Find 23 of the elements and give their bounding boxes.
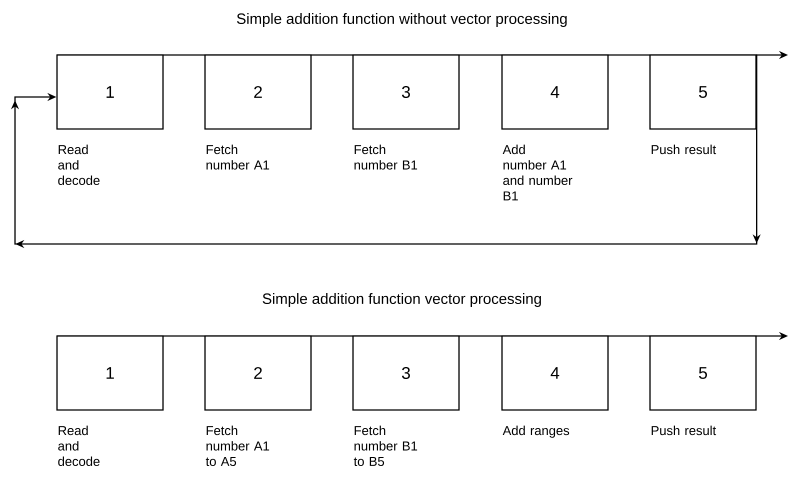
step-box: 1 <box>56 335 164 411</box>
step-caption: Read and decode <box>58 426 100 466</box>
step-caption: Fetch number A1 to A5 <box>206 426 270 466</box>
heading: Simple addition function without vector processing <box>236 13 567 27</box>
step-box: 2 <box>204 335 312 411</box>
step-box: 4 <box>501 54 609 130</box>
step-box: 5 <box>649 54 757 130</box>
step-box: 4 <box>501 335 609 411</box>
step-caption: Fetch number B1 <box>354 144 418 170</box>
step-box: 3 <box>352 335 460 411</box>
step-caption: Push result <box>652 426 716 436</box>
step-box: 3 <box>352 54 460 130</box>
step-caption: Add number A1 and number B1 <box>502 144 572 200</box>
step-box: 2 <box>204 54 312 130</box>
step-caption: Read and decode <box>58 144 100 186</box>
loop-arrow <box>10 54 761 248</box>
step-caption: Fetch number A1 <box>206 144 270 170</box>
step-caption: Add ranges <box>502 426 570 438</box>
step-box: 5 <box>649 335 757 411</box>
step-caption: Push result <box>652 144 716 154</box>
step-box: 1 <box>56 54 164 130</box>
heading: Simple addition function vector processing <box>262 293 541 307</box>
step-caption: Fetch number B1 to B5 <box>354 426 418 466</box>
